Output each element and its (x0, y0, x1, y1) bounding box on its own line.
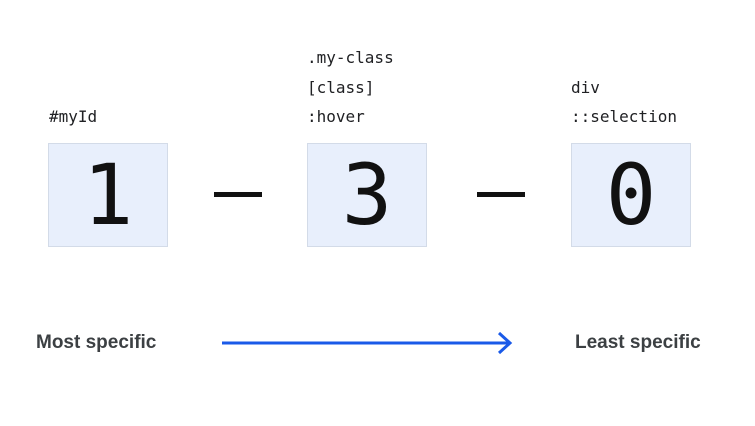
selector-class-attr: [class] (307, 78, 375, 97)
selector-div: div (571, 78, 600, 97)
id-count-box: 1 (48, 143, 168, 247)
separator-dash-2 (477, 192, 525, 197)
most-specific-label: Most specific (36, 332, 157, 353)
element-count-box: 0 (571, 143, 691, 247)
least-specific-label: Least specific (575, 332, 701, 353)
class-count-box: 3 (307, 143, 427, 247)
specificity-arrow-icon (222, 331, 513, 355)
selector-selection: ::selection (571, 107, 677, 126)
separator-dash-1 (214, 192, 262, 197)
selector-myid: #myId (49, 107, 98, 126)
selector-my-class: .my-class (307, 48, 394, 67)
id-count-digit: 1 (82, 146, 134, 244)
element-count-digit: 0 (605, 146, 657, 244)
class-count-digit: 3 (341, 146, 393, 244)
selector-hover: :hover (307, 107, 365, 126)
